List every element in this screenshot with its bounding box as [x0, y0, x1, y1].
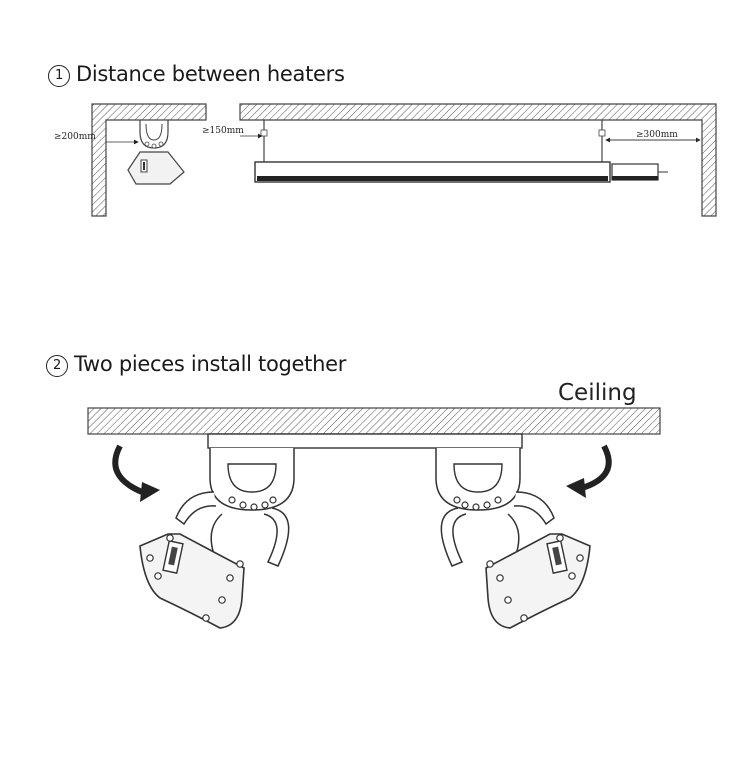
ceiling-right-wall — [239, 103, 717, 217]
section-1-number: 1 — [48, 65, 70, 87]
ceiling-hatch — [87, 407, 661, 435]
dim-ceiling-gap-label: ≥150mm — [202, 126, 244, 136]
section-2-title-text: Two pieces install together — [74, 352, 347, 376]
left-heater-assembly — [139, 447, 295, 629]
right-heater-assembly — [435, 447, 591, 629]
joining-plate — [207, 433, 523, 449]
side-view-drawing: ≥200mm — [54, 103, 207, 217]
section-1-title-text: Distance between heaters — [76, 62, 345, 86]
section-1-title: 1 Distance between heaters — [48, 62, 345, 87]
rotate-arrow-left — [112, 444, 144, 495]
rotate-arrow-right — [581, 444, 612, 491]
section-2-number: 2 — [46, 355, 68, 377]
ceiling-label: Ceiling — [558, 380, 637, 406]
dim-wall-gap-label: ≥200mm — [54, 132, 96, 142]
wall-ceiling-corner — [91, 103, 207, 217]
dim-end-gap-label: ≥300mm — [636, 130, 678, 140]
front-view-drawing: ≥150mm ≥300mm — [202, 103, 717, 217]
section-2-title: 2 Two pieces install together — [46, 352, 346, 377]
mini-heater-body — [127, 151, 185, 185]
